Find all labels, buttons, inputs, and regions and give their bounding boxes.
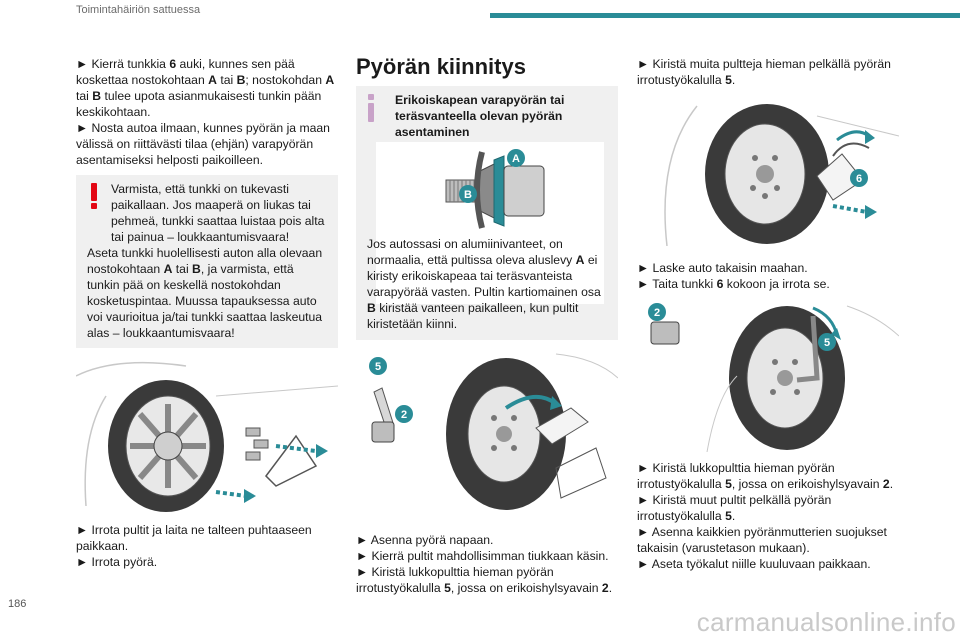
step-text: ► Asenna kaikkien pyöränmutterien suojuk…	[637, 525, 887, 555]
bolt-detail-illustration: A B	[376, 142, 604, 304]
step-text: ► Aseta työkalut niille kuuluvaan paikka…	[637, 557, 871, 571]
jack-6-badge: 6	[856, 173, 862, 185]
column-1: ► Kierrä tunkkia 6 auki, kunnes sen pää …	[76, 56, 338, 168]
step-text: ► Kiristä lukkopulttia hieman pyörän irr…	[637, 461, 894, 491]
illustration-wheel-mount: 5 2	[356, 348, 618, 516]
label-b-badge: B	[464, 189, 472, 201]
warning-box: Varmista, että tunkki on tukevasti paika…	[76, 175, 338, 348]
header-accent-bar	[490, 13, 960, 18]
column-2-bottom: ► Asenna pyörä napaan. ► Kierrä pultit m…	[356, 532, 618, 596]
step-text: ► Irrota pyörä.	[76, 555, 158, 569]
info-icon	[368, 94, 374, 122]
illustration-wheel-removal	[76, 356, 338, 516]
step-text: ► Kiristä lukkopulttia hieman pyörän irr…	[356, 565, 613, 595]
column-3-top: ► Kiristä muita pultteja hieman pelkällä…	[637, 56, 897, 88]
label-a-badge: A	[512, 153, 520, 165]
running-header: Toimintahäiriön sattuessa	[76, 4, 201, 16]
warning-text-2: Aseta tunkki huolellisesti auton alla ol…	[87, 246, 323, 340]
step-text: ► Kiristä muita pultteja hieman pelkällä…	[637, 57, 891, 87]
column-1-bottom: ► Irrota pultit ja laita ne talteen puht…	[76, 522, 338, 570]
illustration-bolt-tighten: 6	[637, 96, 899, 246]
info-box: Erikoiskapean varapyörän tai teräsvantee…	[356, 86, 618, 340]
tool-2-badge: 2	[401, 409, 407, 421]
warning-text-1: Varmista, että tunkki on tukevasti paika…	[111, 182, 325, 244]
illustration-lock-bolt: 2 5	[637, 296, 899, 452]
tool-5-badge: 5	[375, 361, 381, 373]
step-text: ► Asenna pyörä napaan.	[356, 533, 494, 547]
info-title: Erikoiskapean varapyörän tai teräsvantee…	[395, 93, 565, 139]
tool-2-badge: 2	[654, 307, 660, 319]
section-title: Pyörän kiinnitys	[356, 54, 526, 79]
step-text: ► Laske auto takaisin maahan.	[637, 261, 808, 275]
step-text: ► Kierrä tunkkia 6 auki, kunnes sen pää …	[76, 57, 335, 119]
column-3-mid: ► Laske auto takaisin maahan. ► Taita tu…	[637, 260, 897, 292]
info-text: Jos autossasi on alumiinivanteet, on nor…	[367, 237, 601, 331]
column-3-bottom: ► Kiristä lukkopulttia hieman pyörän irr…	[637, 460, 897, 572]
step-text: ► Kierrä pultit mahdollisimman tiukkaan …	[356, 549, 609, 563]
step-text: ► Taita tunkki 6 kokoon ja irrota se.	[637, 277, 830, 291]
step-text: ► Nosta autoa ilmaan, kunnes pyörän ja m…	[76, 121, 330, 167]
tool-5-badge: 5	[824, 337, 830, 349]
step-text: ► Irrota pultit ja laita ne talteen puht…	[76, 523, 312, 553]
page-number: 186	[8, 598, 27, 610]
watermark: carmanualsonline.info	[696, 607, 956, 637]
warning-icon	[91, 183, 97, 209]
step-text: ► Kiristä muut pultit pelkällä pyörän ir…	[637, 493, 832, 523]
